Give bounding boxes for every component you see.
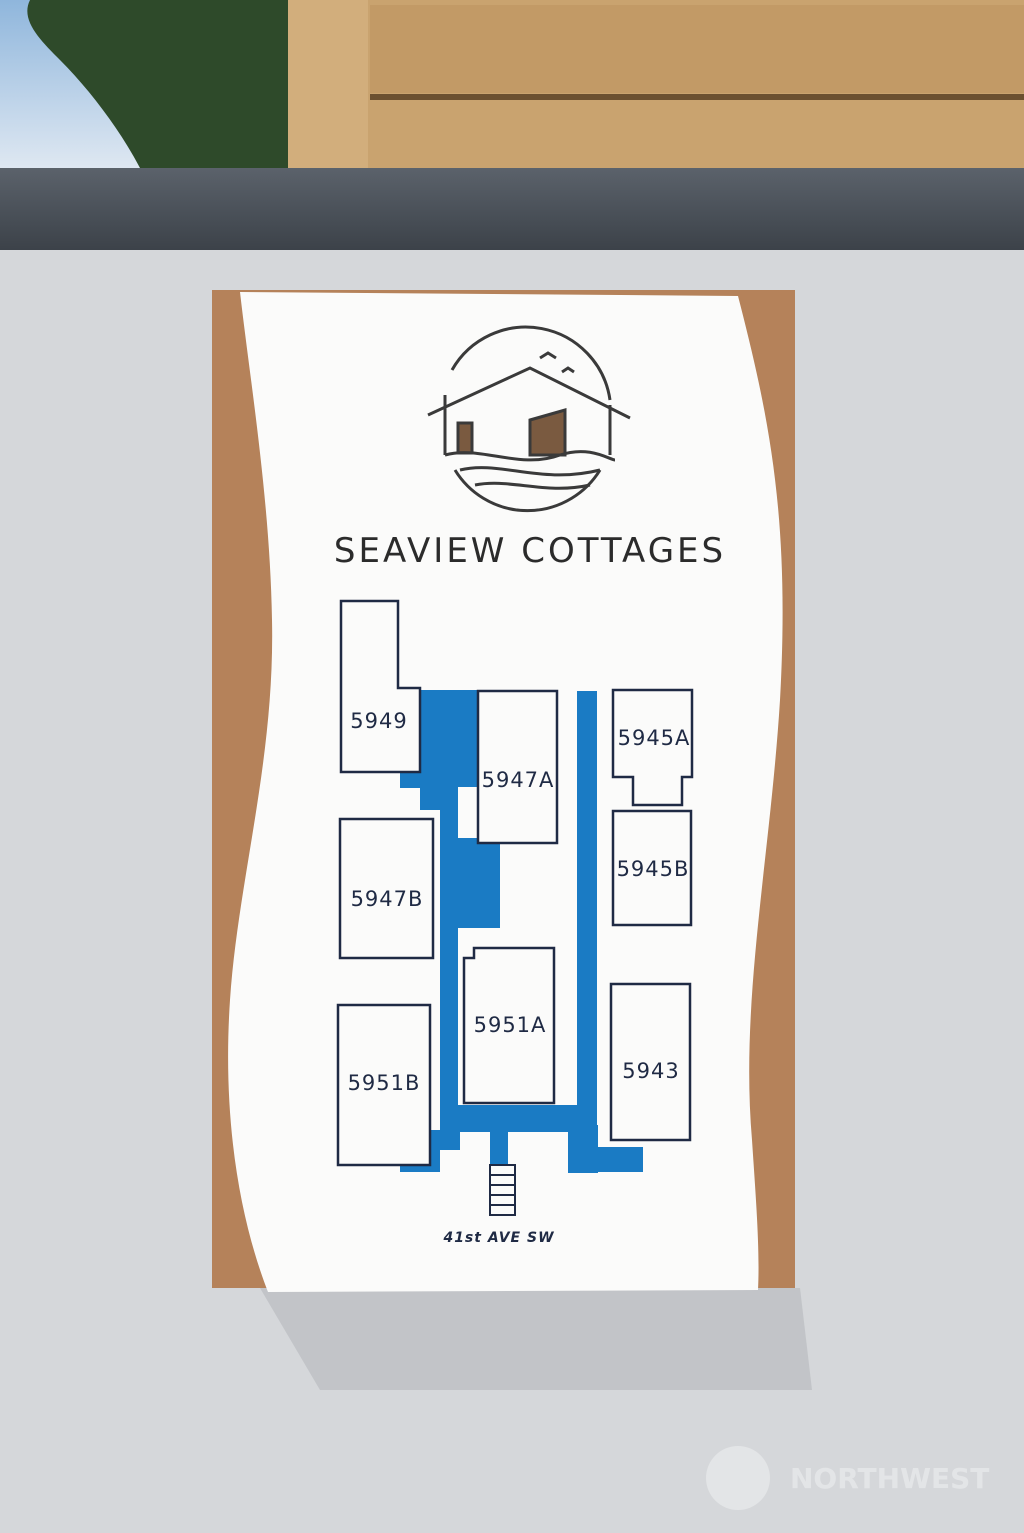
unit-5945a — [611, 688, 694, 807]
unit-label-5947b: 5947B — [351, 887, 424, 911]
sign-title: SEAVIEW COTTAGES — [334, 531, 726, 571]
unit-5943 — [609, 982, 692, 1142]
unit-label-5951b: 5951B — [348, 1071, 421, 1095]
unit-label-5945a: 5945A — [618, 726, 691, 750]
watermark-logo: NORTHWEST — [706, 1446, 989, 1510]
unit-label-5945b: 5945B — [617, 857, 690, 881]
entry-stairs — [489, 1164, 516, 1216]
street-label: 41st AVE SW — [442, 1230, 554, 1246]
unit-label-5943: 5943 — [622, 1059, 679, 1083]
unit-label-5949: 5949 — [350, 709, 407, 733]
unit-5951a — [462, 946, 556, 1105]
seaview-logo — [427, 325, 631, 513]
unit-5951b — [336, 1003, 432, 1167]
unit-label-5947a: 5947A — [482, 768, 555, 792]
unit-5947a — [476, 689, 559, 845]
unit-label-5951a: 5951A — [474, 1013, 547, 1037]
sign-shadow — [260, 1288, 812, 1390]
wall-cap — [0, 168, 1024, 250]
unit-5949 — [339, 599, 422, 774]
walkways — [400, 690, 643, 1173]
wood-fence — [288, 0, 1024, 170]
unit-5945b — [611, 809, 693, 927]
tree — [27, 0, 290, 168]
unit-5947b — [338, 817, 435, 960]
watermark-text: NORTHWEST — [790, 1462, 989, 1495]
